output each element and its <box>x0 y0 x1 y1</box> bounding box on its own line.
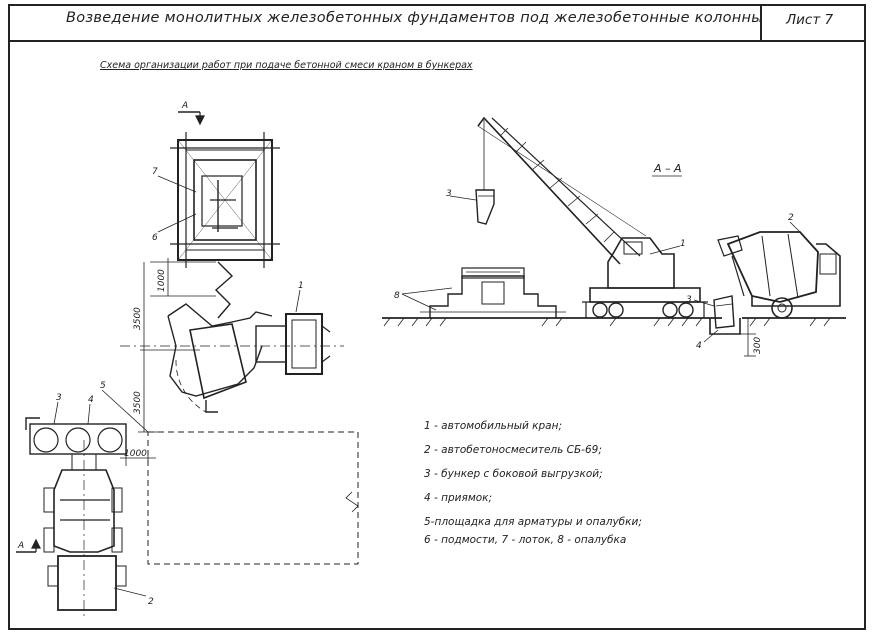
callout-3-plan: 3 <box>56 393 62 403</box>
callout-1-section-leader <box>649 245 681 255</box>
callout-1-plan-leader <box>295 289 301 313</box>
section-mark-top-label: А <box>181 101 188 111</box>
callout-7-leader <box>157 175 197 193</box>
storage-area <box>147 431 359 565</box>
legend-item: 2 - автобетоносмеситель СБ-69; <box>424 444 602 456</box>
callout-6-plan: 6 <box>152 233 158 243</box>
dimension-300 <box>740 318 756 357</box>
ground-line <box>382 317 846 327</box>
mixer-truck-section <box>717 231 841 319</box>
break-mark <box>345 491 359 513</box>
crane-plan <box>120 303 344 413</box>
callout-4-section: 4 <box>696 341 702 351</box>
pit-and-bunker <box>709 295 741 335</box>
sheet-number-cell <box>760 4 866 42</box>
sheet-frame <box>8 4 866 630</box>
legend-item: 4 - приямок; <box>424 492 493 504</box>
callout-8-leader-b <box>401 293 437 311</box>
legend-item: 5-площадка для арматуры и опалубки; <box>424 516 642 528</box>
callout-2-plan: 2 <box>148 597 154 607</box>
section-mark-bottom <box>16 538 41 553</box>
legend: 1 - автомобильный кран; 2 - автобетоносм… <box>424 420 642 558</box>
callout-3-section-leader <box>693 299 715 307</box>
dimension-3500-upper: 3500 <box>133 307 143 330</box>
callout-2-section: 2 <box>788 213 794 223</box>
callout-7-plan: 7 <box>152 167 158 177</box>
bunkers-plan <box>25 417 127 455</box>
callout-4-plan-leader <box>87 403 91 425</box>
section-corner-mark <box>205 400 218 413</box>
dimension-1000-horizontal: 1000 <box>124 449 147 459</box>
crane-boom-plan <box>214 261 234 319</box>
legend-item: 3 - бункер с боковой выгрузкой; <box>424 468 603 480</box>
callout-8-leader-a <box>401 287 453 295</box>
callout-6-leader <box>157 213 197 233</box>
callout-3-section: 3 <box>686 295 692 305</box>
legend-item: 1 - автомобильный кран; <box>424 420 563 432</box>
callout-4-section-leader <box>703 329 719 343</box>
callout-3-section-top-leader <box>449 195 477 201</box>
mixer-truck-plan <box>43 440 127 620</box>
section-mark-top <box>178 111 205 126</box>
foundation-formwork-plan <box>170 132 280 268</box>
dimension-1000-vertical: 1000 <box>157 269 167 292</box>
dimension-lines-left <box>138 258 216 433</box>
callout-1-plan: 1 <box>298 281 304 291</box>
sheet-number: Лист 7 <box>786 12 834 28</box>
callout-2-plan-leader <box>113 587 147 597</box>
scheme-subtitle: Схема организации работ при подаче бетон… <box>100 60 473 71</box>
callout-3-section-top: 3 <box>446 189 452 199</box>
dimension-300: 300 <box>753 337 763 354</box>
callout-2-section-leader <box>789 221 801 233</box>
callout-1-section: 1 <box>680 239 686 249</box>
callout-5-plan-leader <box>101 389 149 433</box>
callout-4-plan: 4 <box>88 395 94 405</box>
crane-section <box>475 116 708 318</box>
section-mark-bottom-label: А <box>17 541 24 551</box>
callout-3-plan-leader <box>53 401 59 425</box>
section-label: А – А <box>653 162 682 175</box>
foundation-formwork-section <box>420 267 566 318</box>
callout-5-plan: 5 <box>100 381 106 391</box>
callout-8-section: 8 <box>394 291 400 301</box>
legend-item: 6 - подмости, 7 - лоток, 8 - опалубка <box>424 534 627 546</box>
title-bar <box>8 4 866 42</box>
sheet-title: Возведение монолитных железобетонных фун… <box>66 10 764 26</box>
dimension-3500-lower: 3500 <box>133 391 143 414</box>
